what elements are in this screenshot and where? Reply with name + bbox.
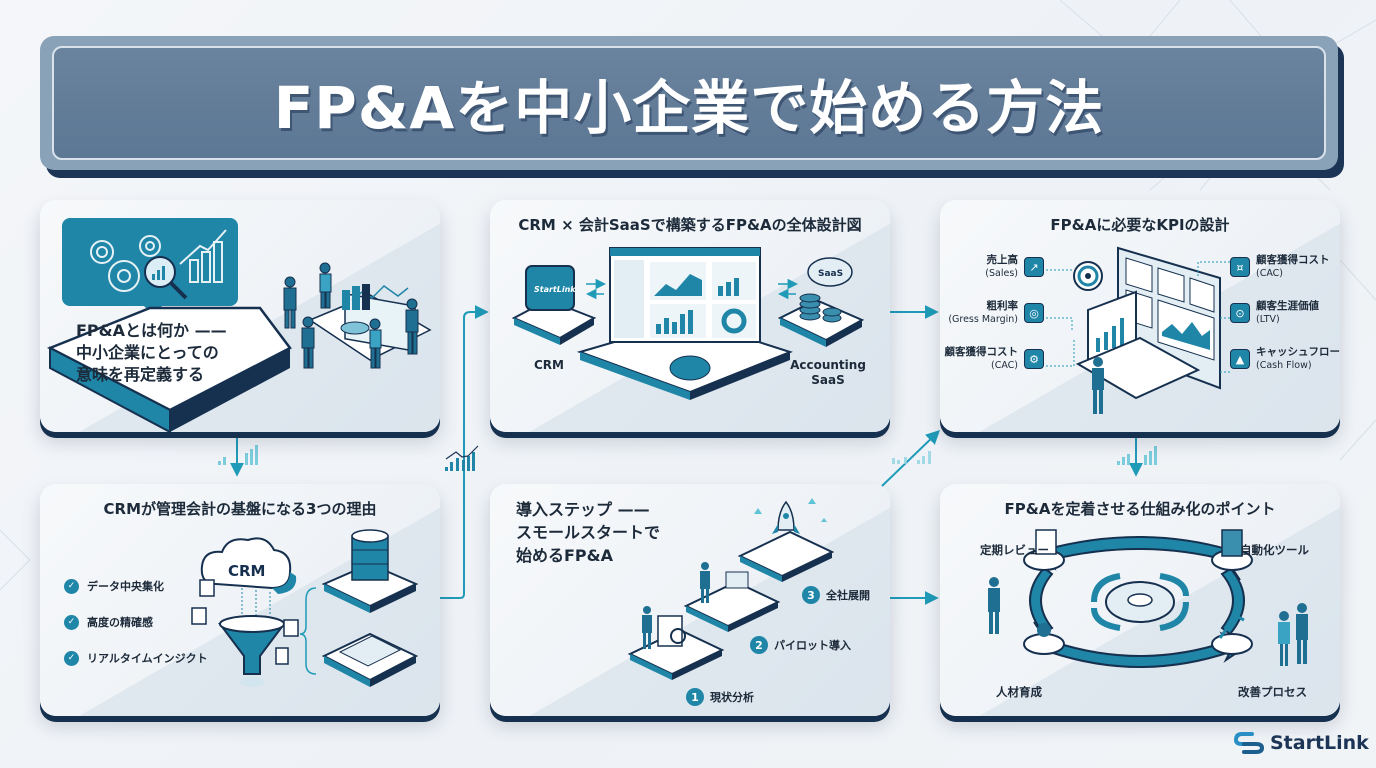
page-title: FP&Aを中小企業で始める方法 [273,74,1105,142]
calculator-spreadsheet-icon [321,632,419,687]
startlink-logo-icon [1234,732,1264,754]
reasons-list: ✓ データ中央集化 ✓ 高度の精確感 ✓ リアルタイムインジクト [64,568,208,676]
title-inner: FP&Aを中小企業で始める方法 [52,46,1326,160]
check-icon: ✓ [64,614,79,630]
callout-platform [46,306,292,432]
calendar-icon [1035,529,1057,555]
cycle-label-talent-development: 人材育成 [996,685,1042,699]
magnifier-chart-icon [144,256,188,300]
kpi-title: FP&Aに必要なKPIの設計 [1050,216,1230,234]
growth-chart-icon: ↗ [1024,257,1044,277]
step-3: 3 全社展開 [802,586,870,604]
check-icon: ✓ [64,578,79,594]
svg-text:StartLink: StartLink [534,285,576,294]
kpi-cac-right: ¤ 顧客獲得コスト(CAC) [1230,254,1330,280]
crm-label: CRM [534,358,564,372]
steps-title: 導入ステップ —— スモールスタートで 始めるFP&A [516,500,661,565]
panel-architecture: CRM × 会計SaaSで構築するFP&Aの全体設計図 StartLink [490,200,890,432]
kpi-gross-margin: 粗利率(Gress Margin) ◎ [948,300,1044,326]
cloud-icon: CRM [200,537,297,594]
signal-bars-icon [218,445,258,465]
svg-text:CRM: CRM [228,562,266,580]
improvement-chart-icon [1218,614,1245,639]
step-1: 1 現状分析 [686,688,754,706]
person-training-icon [1037,623,1051,637]
rocket-icon [772,500,800,534]
crm-funnel-illustration: CRM [191,529,419,687]
staircase-illustration [627,498,835,680]
signal-bars-icon-3 [1117,446,1157,465]
step-platform-1 [627,606,725,680]
gears-analytics-callout [62,218,238,315]
kpi-sales: 売上高(Sales) ↗ [985,254,1044,280]
bar-chart-icon [179,229,227,283]
architecture-title: CRM × 会計SaaSで構築するFP&Aの全体設計図 [518,216,862,234]
check-icon: ✓ [64,650,79,666]
reason-item: ✓ リアルタイムインジクト [64,640,208,676]
crm-platform: StartLink [511,265,597,345]
center-gear-icon [1091,573,1189,631]
step-platform-2 [683,562,781,632]
startlink-logo: StartLink [1234,732,1369,754]
database-icon [321,529,419,613]
signal-bars-icon-2 [892,451,931,464]
team-meeting-illustration [283,262,432,369]
cycle-label-automation-tools: 自動化ツール [1240,543,1309,557]
logo-text: StartLink [1270,732,1369,754]
svg-text:SaaS: SaaS [818,269,843,279]
kpi-cac-left: 顧客獲得コスト(CAC) ⚙ [945,346,1044,372]
intro-heading: FP&Aとは何か —— 中小企業にとっての 意味を再定義する [76,321,227,384]
robot-icon [1221,529,1243,557]
cycle-diagram [988,529,1308,668]
connector-p4-p2 [440,305,489,599]
connector-p5-p3 [881,430,941,487]
people-figures [988,577,1308,666]
step-platform-3 [737,498,835,582]
kpi-ltv: ⊙ 顧客生涯価値(LTV) [1230,300,1319,326]
lifetime-value-icon: ⊙ [1230,303,1250,323]
target-icon: ◎ [1024,303,1044,323]
reason-item: ✓ 高度の精確感 [64,604,208,640]
accounting-saas-label: Accounting SaaS [790,358,866,387]
cycle-label-improvement-process: 改善プロセス [1238,685,1307,699]
dashboard-window [576,247,793,400]
panel-institutionalization-cycle: FP&Aを定着させる仕組み化のポイント 定期レビュー [940,484,1340,716]
trend-chart-icon [445,445,479,471]
panel-implementation-steps: 導入ステップ —— スモールスタートで 始めるFP&A [490,484,890,716]
kpi-dashboard-illustration [1046,246,1230,414]
cycle-title: FP&Aを定着させる仕組み化のポイント [1004,500,1276,518]
accounting-saas-platform: SaaS [777,257,865,347]
cycle-label-regular-review: 定期レビュー [980,543,1049,557]
gears-icon [90,229,227,300]
coins-icon: ¤ [1230,257,1250,277]
reason-item: ✓ データ中央集化 [64,568,208,604]
kpi-cash-flow: ▲ キャッシュフロー(Cash Flow) [1230,346,1340,372]
user-card-icons [191,579,299,665]
architecture-diagram: StartLink [511,247,865,400]
panel-crm-reasons: CRMが管理会計の基盤になる3つの理由 ✓ データ中央集化 ✓ 高度の精確感 ✓… [40,484,440,716]
funnel-icon [218,615,286,687]
panel-kpi-design: FP&Aに必要なKPIの設計 売上高(Sales) ↗ 粗利率(Gress Ma… [940,200,1340,432]
crm-reasons-title: CRMが管理会計の基盤になる3つの理由 [103,500,377,518]
cashflow-chart-icon: ▲ [1230,349,1250,369]
funnel-icon: ⚙ [1024,349,1044,369]
step-2: 2 パイロット導入 [750,636,851,654]
panel-fpa-definition: FP&Aとは何か —— 中小企業にとっての 意味を再定義する [40,200,440,432]
title-banner: FP&Aを中小企業で始める方法 [40,36,1338,170]
